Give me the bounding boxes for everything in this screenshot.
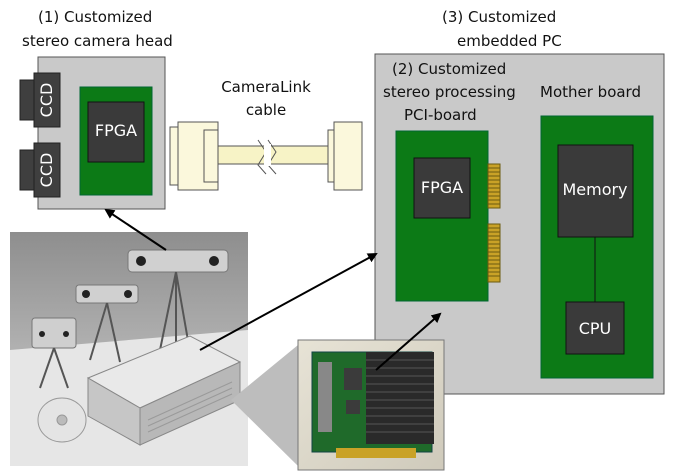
ccd-label-top: CCD bbox=[37, 83, 56, 118]
pci-board-title-line2: stereo processing bbox=[383, 83, 516, 101]
ccd-label-bottom: CCD bbox=[37, 153, 56, 188]
arrow-photo-to-camera-head bbox=[104, 208, 167, 251]
pci-fpga-label: FPGA bbox=[421, 178, 463, 197]
memory-label: Memory bbox=[562, 180, 627, 199]
cpu-chip bbox=[565, 301, 625, 355]
ccd-block-top bbox=[33, 72, 61, 128]
arrow-photo-to-embedded-pc bbox=[199, 253, 378, 351]
camera-head-title-line2: stereo camera head bbox=[22, 32, 173, 50]
camera-head-title-line1: (1) Customized bbox=[38, 8, 152, 26]
pci-board-photo bbox=[297, 339, 445, 471]
camera-fpga-chip bbox=[87, 101, 145, 163]
pc-title-line1: (3) Customized bbox=[442, 8, 556, 26]
pc-title-line2: embedded PC bbox=[457, 32, 562, 50]
system-photo bbox=[10, 232, 248, 466]
ccd-block-bottom bbox=[33, 142, 61, 198]
cable-label-line1: CameraLink bbox=[221, 78, 311, 96]
cpu-label: CPU bbox=[579, 319, 612, 338]
pci-fpga-chip bbox=[413, 157, 471, 219]
pci-board-title-line1: (2) Customized bbox=[392, 60, 506, 78]
photo-callout-wedge bbox=[231, 345, 298, 466]
cable-label-line2: cable bbox=[246, 101, 286, 119]
pci-board-title-line3: PCI-board bbox=[404, 106, 477, 124]
cameralink-cable bbox=[169, 121, 363, 191]
pci-edge-connector bbox=[487, 163, 501, 283]
mother-board-title: Mother board bbox=[540, 83, 641, 101]
memory-chip bbox=[557, 144, 634, 238]
arrow-photo-to-pci-board bbox=[375, 312, 442, 371]
camera-fpga-label: FPGA bbox=[95, 121, 137, 140]
